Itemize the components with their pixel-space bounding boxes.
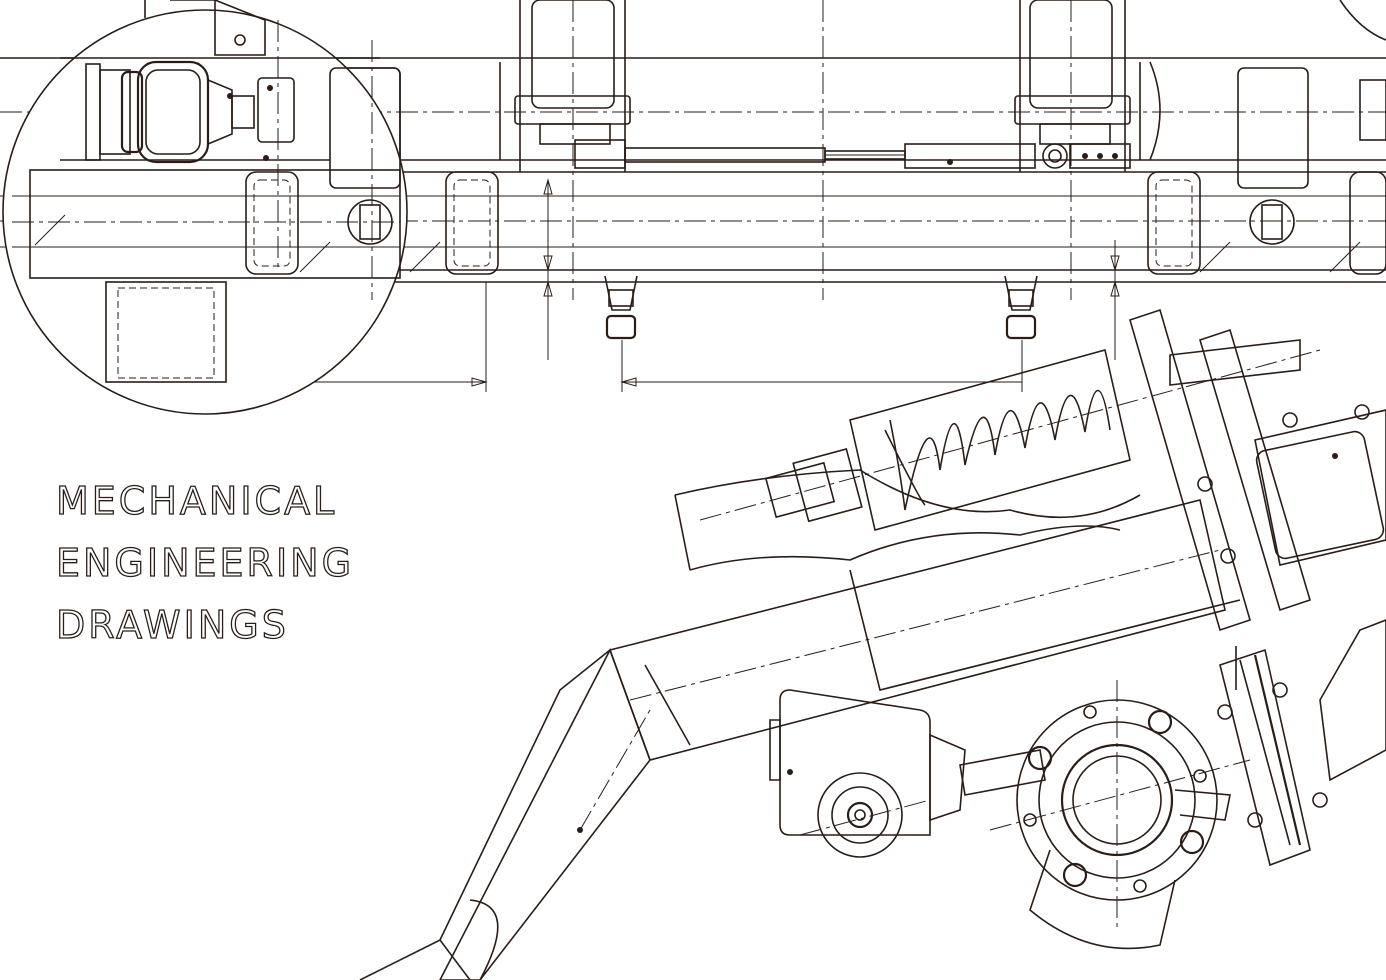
bracket-plate [1217,619,1386,867]
flange-bearing [989,680,1251,950]
coil-spring [699,349,1321,531]
title-line-2: ENGINEERING [55,540,355,585]
title-line-3: DRAWINGS [55,602,289,647]
flange-bolts [1023,705,1207,893]
detail-view-circle [2,0,408,415]
title-block: MECHANICAL ENGINEERING DRAWINGS [55,470,355,656]
title-line-1: MECHANICAL [55,478,338,523]
gearbox [769,689,1046,858]
hanging-bolts [604,275,1038,340]
actuator-rod [574,139,1131,169]
beam-box-sections [245,67,1386,275]
vertical-cylinders [514,0,1386,300]
lower-arm-assembly [359,308,1386,980]
